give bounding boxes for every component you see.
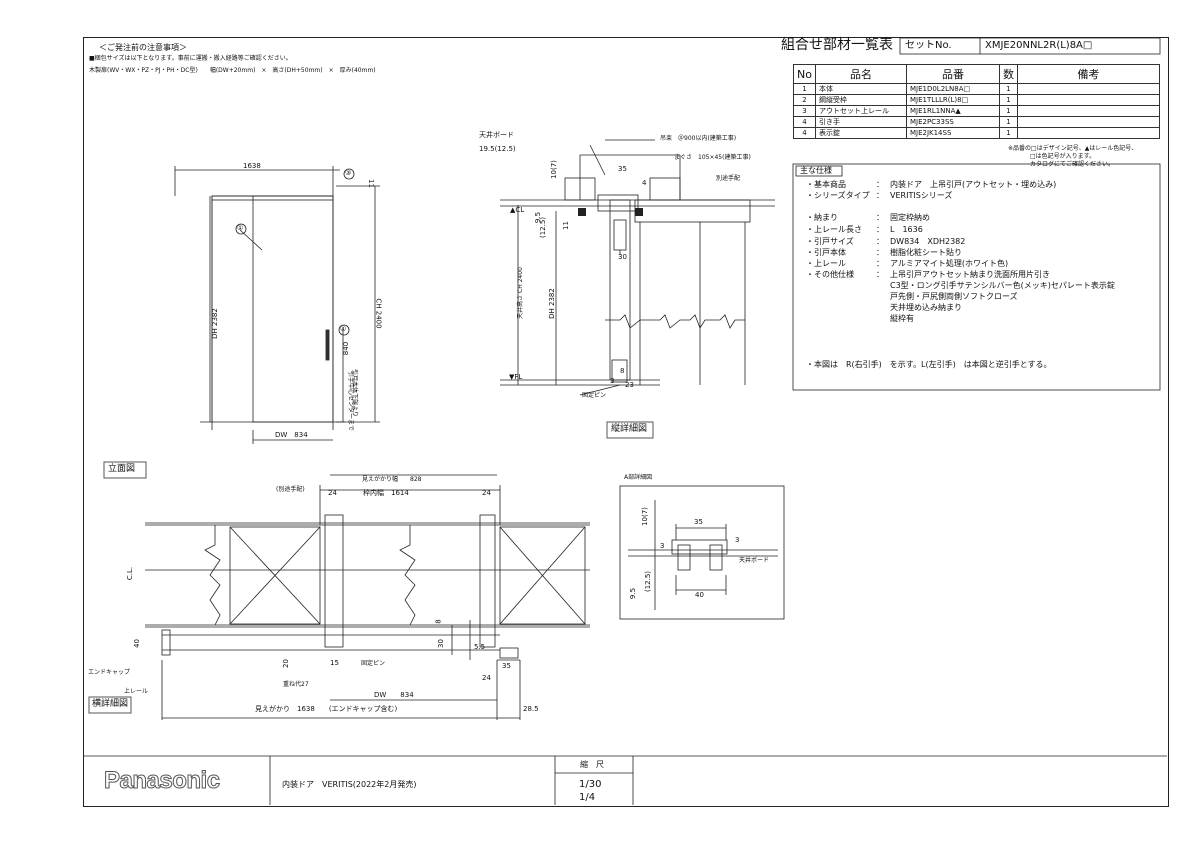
hs-dim-35: 35 bbox=[502, 662, 511, 670]
elev-ch: CH 2400 bbox=[374, 298, 383, 329]
vs-fl: ▼FL bbox=[509, 373, 523, 381]
hs-dim-20: 20 bbox=[281, 659, 290, 668]
col-no: No bbox=[793, 64, 816, 84]
elev-handle-height: 840 bbox=[342, 341, 351, 356]
elev-dw: DW 834 bbox=[275, 431, 308, 439]
footer-scale-1: 1/30 bbox=[579, 779, 602, 790]
vs-dim-35: 35 bbox=[618, 165, 627, 173]
hs-dim-30: 30 bbox=[436, 639, 445, 648]
notice-line2: 木製扉(WV・WX・PZ・PJ・PH・DC型) 幅(DW+20mm) × 高さ(… bbox=[89, 67, 376, 74]
col-remarks: 備考 bbox=[1016, 64, 1161, 84]
vs-dim-11: 11 bbox=[561, 221, 570, 230]
parts-table-header: No 品名 品番 数 備考 bbox=[793, 64, 1161, 84]
hs-total: 見えがかり 1638 (エンドキャップ含む) bbox=[255, 705, 398, 713]
vs-ch: 天井高さ CH 2400 bbox=[516, 267, 524, 319]
detail-dim-125: (12.5) bbox=[644, 570, 653, 593]
parts-note-2: □は色記号が入ります。 bbox=[1030, 153, 1096, 160]
parts-table: No 品名 品番 数 備考 1 本体 MJE1D0L2LN8A□ 1 2 鋼縦受… bbox=[793, 64, 1161, 139]
vs-dim-3: 3 bbox=[610, 377, 615, 385]
footer-product: 内装ドア VERITIS(2022年2月発売) bbox=[282, 780, 417, 789]
footer-scale-label: 縮 尺 bbox=[580, 760, 604, 769]
hs-dim-24a: 24 bbox=[328, 489, 337, 497]
footer-scale-2: 1/4 bbox=[579, 792, 596, 803]
vs-dim-4: 4 bbox=[642, 179, 647, 187]
hs-dim-55: 5.5 bbox=[474, 643, 486, 651]
hs-fixed-pin: 固定ピン bbox=[361, 660, 386, 667]
parts-note-3: カタログにてご確認ください。 bbox=[1030, 161, 1115, 168]
elevation-label: 立面図 bbox=[108, 464, 136, 474]
elev-dh: DH 2382 bbox=[210, 308, 219, 339]
detail-dim-40: 40 bbox=[695, 591, 704, 599]
detail-dim-10-7: 10(7) bbox=[640, 507, 649, 526]
table-row: 4 表示錠 MJE2JK14SS 1 bbox=[793, 127, 1161, 139]
vs-dim-23: 23 bbox=[625, 381, 634, 389]
vs-dim-8: 8 bbox=[620, 367, 625, 375]
vs-dh: DH 2382 bbox=[547, 288, 556, 319]
set-number: XMJE20NNL2R(L)8A□ bbox=[985, 40, 1093, 51]
detail-ceiling: 天井ボード bbox=[739, 557, 770, 564]
detail-dim-95: 9.5 bbox=[629, 587, 638, 600]
callout-3: ③ bbox=[345, 169, 352, 177]
hs-dim-40: 40 bbox=[132, 639, 141, 648]
specs-footnote: ・本図は R(右引手) を示す。L(左引手) は本図と逆引手とする。 bbox=[806, 360, 1052, 369]
hs-overlap: 重ね代27 bbox=[283, 681, 309, 688]
elev-width-total: 1638 bbox=[243, 162, 261, 170]
hs-dim-24c: 24 bbox=[482, 674, 491, 682]
vs-beam-note: まぐさ 105×45(建築工事) bbox=[674, 154, 751, 161]
vs-dim-10-7: 10(7) bbox=[549, 160, 558, 179]
hs-visible-width: 見えがかり幅 828 bbox=[362, 476, 422, 483]
panasonic-logo: Panasonic bbox=[104, 767, 221, 794]
vs-dim-125: (12.5) bbox=[539, 216, 548, 239]
specs-title: 主な仕様 bbox=[800, 166, 832, 175]
detail-title: A部詳細図 bbox=[624, 474, 653, 481]
callout-4: ④ bbox=[340, 325, 347, 333]
sheet-title: 組合せ部材一覧表 bbox=[781, 37, 893, 53]
elev-handle-note2: 引手中心センターまで bbox=[347, 370, 355, 432]
hs-dim-24b: 24 bbox=[482, 489, 491, 497]
drawing-frame bbox=[83, 37, 1169, 807]
hs-top-rail: 上レール bbox=[124, 688, 149, 695]
vs-ceiling-board: 天井ボード bbox=[479, 131, 514, 139]
hs-inner-width: 枠内幅 1614 bbox=[363, 489, 409, 497]
hs-dw: DW 834 bbox=[374, 691, 414, 699]
hs-cl: C.L. bbox=[126, 566, 135, 581]
vs-dim-30: 30 bbox=[618, 253, 627, 261]
vs-wood-note: 吊束 ＠900以内(建築工事) bbox=[660, 135, 737, 142]
hs-extra-hand: (別途手配) bbox=[276, 486, 305, 493]
table-row: 4 引き手 MJE2PC33SS 1 bbox=[793, 116, 1161, 128]
vs-dim-195: 19.5(12.5) bbox=[479, 145, 516, 153]
hs-dim-285: 28.5 bbox=[523, 705, 539, 713]
table-row: 1 本体 MJE1D0L2LN8A□ 1 bbox=[793, 83, 1161, 95]
detail-dim-3a: 3 bbox=[660, 542, 665, 550]
elev-dim-11: 11 bbox=[366, 179, 375, 188]
vs-cl: ▲CL bbox=[510, 206, 525, 214]
vs-extra-hand: 別途手配 bbox=[716, 175, 741, 182]
detail-dim-3b: 3 bbox=[735, 536, 740, 544]
vertical-section-label: 縦詳細図 bbox=[611, 424, 648, 434]
horizontal-section-label: 横詳細図 bbox=[92, 699, 129, 709]
notice-heading: ＜ご発注前の注意事項＞ bbox=[99, 43, 187, 52]
callout-1: ① bbox=[237, 224, 244, 232]
col-name: 品名 bbox=[814, 64, 907, 84]
hs-dim-15: 15 bbox=[330, 659, 339, 667]
set-label: セットNo. bbox=[905, 40, 952, 51]
table-row: 3 アウトセット上レール MJE1RL1NNA▲ 1 bbox=[793, 105, 1161, 117]
notice-line1: ■梱包サイズは以下となります。事前に運搬・搬入経路等ご確認ください。 bbox=[89, 55, 292, 62]
hs-endcap: エンドキャップ bbox=[88, 669, 131, 676]
col-part-no: 品番 bbox=[905, 64, 1000, 84]
vs-fixed-pin: 固定ピン bbox=[582, 392, 607, 399]
hs-dim-8: 8 bbox=[434, 619, 443, 624]
table-row: 2 鋼縦受枠 MJE1TLLLR(L)8□ 1 bbox=[793, 94, 1161, 106]
detail-dim-35: 35 bbox=[694, 518, 703, 526]
col-qty: 数 bbox=[998, 64, 1018, 84]
parts-note-1: ※品番の□はデザイン記号、▲はレール色記号、 bbox=[1008, 145, 1138, 152]
